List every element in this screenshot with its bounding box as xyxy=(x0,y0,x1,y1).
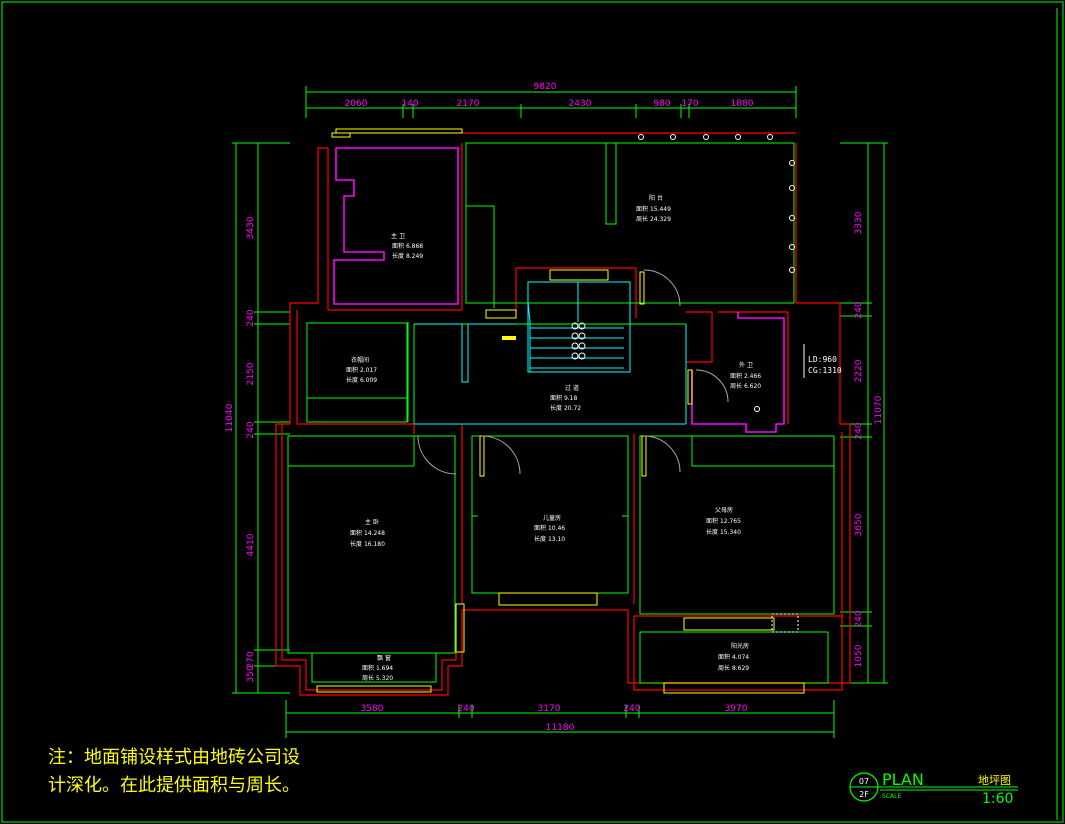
svg-text:长度 16.180: 长度 16.180 xyxy=(350,540,385,548)
top-dimension-lines xyxy=(305,86,797,118)
svg-text:面积 12.765: 面积 12.765 xyxy=(706,517,741,525)
plan-word: PLAN xyxy=(882,770,924,789)
drawing-scale: 1:60 xyxy=(982,791,1013,807)
bottom-dimension-lines xyxy=(285,700,835,738)
room-label-sunroom: 阳光房 面积 4.074 周长 8.629 xyxy=(718,642,749,672)
balcony-railing-posts xyxy=(638,134,795,412)
top-total-dimension: 9820 xyxy=(534,82,557,92)
bottom-dimension-3: 3170 xyxy=(538,704,561,714)
svg-text:周长 6.620: 周长 6.620 xyxy=(730,382,761,390)
left-total-dimension: 11040 xyxy=(225,403,235,432)
room-label-guest-bath: 外 卫 面积 2.466 周长 6.620 xyxy=(730,361,761,390)
svg-text:长度 20.72: 长度 20.72 xyxy=(550,404,581,412)
scale-word: SCALE xyxy=(882,793,901,800)
bottom-dimension-5: 3970 xyxy=(725,704,748,714)
left-dimension-6: 350 xyxy=(246,665,256,682)
svg-text:长度 6.009: 长度 6.009 xyxy=(346,376,377,384)
right-dimension-7: 1050 xyxy=(854,644,864,667)
left-dimension-lines xyxy=(232,142,290,694)
svg-text:面积 9.18: 面积 9.18 xyxy=(550,394,577,402)
floor-number: 2F xyxy=(859,790,869,799)
room-label-corridor: 过 道 面积 9.18 长度 20.72 xyxy=(550,384,581,412)
room-label-balcony: 阳 台 面积 15.449 周长 24.329 xyxy=(636,194,671,223)
right-dimension-5: 3650 xyxy=(854,513,864,536)
room-outlines xyxy=(287,142,835,684)
svg-text:面积 4.074: 面积 4.074 xyxy=(718,653,749,661)
left-dimension-2: 240 xyxy=(246,309,256,326)
room-label-master-bedroom: 主 卧 面积 14.248 长度 16.180 xyxy=(350,518,385,548)
exterior-walls xyxy=(275,132,851,696)
room-label-bay-window: 飘 窗 面积 1.694 周长 5.320 xyxy=(362,654,393,682)
svg-text:外 卫: 外 卫 xyxy=(739,361,753,369)
right-dimension-3: 2220 xyxy=(854,359,864,382)
svg-text:儿童房: 儿童房 xyxy=(543,514,561,522)
right-dimension-2: 240 xyxy=(854,301,864,318)
svg-text:面积 6.868: 面积 6.868 xyxy=(392,242,423,250)
room-label-kids-room: 儿童房 面积 10.46 长度 13.10 xyxy=(534,514,565,543)
sheet-number: 07 xyxy=(859,777,869,786)
room-label-cloakroom: 衣帽间 面积 2.017 长度 6.009 xyxy=(346,356,377,384)
floor-note-line-2: 计深化。在此提供面积与周长。 xyxy=(48,775,300,796)
svg-text:长度 13.10: 长度 13.10 xyxy=(534,535,565,543)
right-dimension-6: 240 xyxy=(854,610,864,627)
right-dimension-4: 240 xyxy=(854,422,864,439)
svg-text:面积 10.46: 面积 10.46 xyxy=(534,524,565,532)
windows xyxy=(316,128,805,694)
fixture-marker xyxy=(502,336,516,340)
top-dimension-5: 980 xyxy=(653,99,670,109)
svg-text:过 道: 过 道 xyxy=(565,384,579,392)
right-dimension-1: 3330 xyxy=(854,211,864,234)
svg-text:主 卫: 主 卫 xyxy=(391,232,405,240)
bathroom-walls xyxy=(333,147,785,433)
svg-text:飘 窗: 飘 窗 xyxy=(377,654,391,662)
top-dimension-1: 2060 xyxy=(345,99,368,109)
title-block: 07 2F PLAN SCALE 地坪图 1:60 xyxy=(849,770,1018,807)
floor-note: 注：地面铺设样式由地砖公司设 计深化。在此提供面积与周长。 xyxy=(48,744,300,800)
bottom-dimension-1: 3580 xyxy=(361,704,384,714)
svg-text:阳光房: 阳光房 xyxy=(731,642,749,650)
svg-text:父母房: 父母房 xyxy=(715,506,733,514)
svg-text:面积 14.248: 面积 14.248 xyxy=(350,529,385,537)
left-dimension-7: 270 xyxy=(246,651,256,668)
svg-text:周长 5.320: 周长 5.320 xyxy=(362,674,393,682)
svg-text:面积 15.449: 面积 15.449 xyxy=(636,205,671,213)
ld-label: LD:960 xyxy=(808,355,837,364)
drawing-name: 地坪图 xyxy=(978,774,1011,787)
door-swings xyxy=(417,269,729,475)
svg-text:周长 8.629: 周长 8.629 xyxy=(718,664,749,672)
left-dimension-5: 4410 xyxy=(246,533,256,556)
svg-text:面积 2.466: 面积 2.466 xyxy=(730,372,761,380)
svg-text:阳 台: 阳 台 xyxy=(649,194,663,202)
top-dimension-6: 170 xyxy=(681,99,698,109)
bottom-dimension-4: 240 xyxy=(623,704,640,714)
right-total-dimension: 11070 xyxy=(874,395,884,424)
bottom-total-dimension: 11180 xyxy=(546,723,575,733)
left-dimension-1: 3430 xyxy=(246,216,256,239)
bottom-dimension-2: 240 xyxy=(457,704,474,714)
top-dimension-3: 2170 xyxy=(457,99,480,109)
cg-label: CG:1310 xyxy=(808,366,842,375)
floor-note-line-1: 注：地面铺设样式由地砖公司设 xyxy=(48,747,300,768)
svg-text:面积 1.694: 面积 1.694 xyxy=(362,664,393,672)
svg-text:长度 8.249: 长度 8.249 xyxy=(392,252,423,260)
room-label-main-bath: 主 卫 面积 6.868 长度 8.249 xyxy=(391,232,423,260)
top-dimension-4: 2430 xyxy=(569,99,592,109)
stairwell xyxy=(414,281,687,425)
left-dimension-4: 240 xyxy=(246,421,256,438)
stair-markers xyxy=(571,322,586,360)
hatch-patch xyxy=(771,613,799,633)
top-dimension-7: 1880 xyxy=(731,99,754,109)
svg-text:主 卧: 主 卧 xyxy=(365,518,379,526)
svg-text:长度 15.340: 长度 15.340 xyxy=(706,528,741,536)
svg-text:周长 24.329: 周长 24.329 xyxy=(636,215,671,223)
svg-text:衣帽间: 衣帽间 xyxy=(351,356,369,364)
left-dimension-3: 2150 xyxy=(246,362,256,385)
room-label-parents-room: 父母房 面积 12.765 长度 15.340 xyxy=(706,506,741,536)
top-dimension-2: 140 xyxy=(401,99,418,109)
svg-text:面积 2.017: 面积 2.017 xyxy=(346,366,377,374)
